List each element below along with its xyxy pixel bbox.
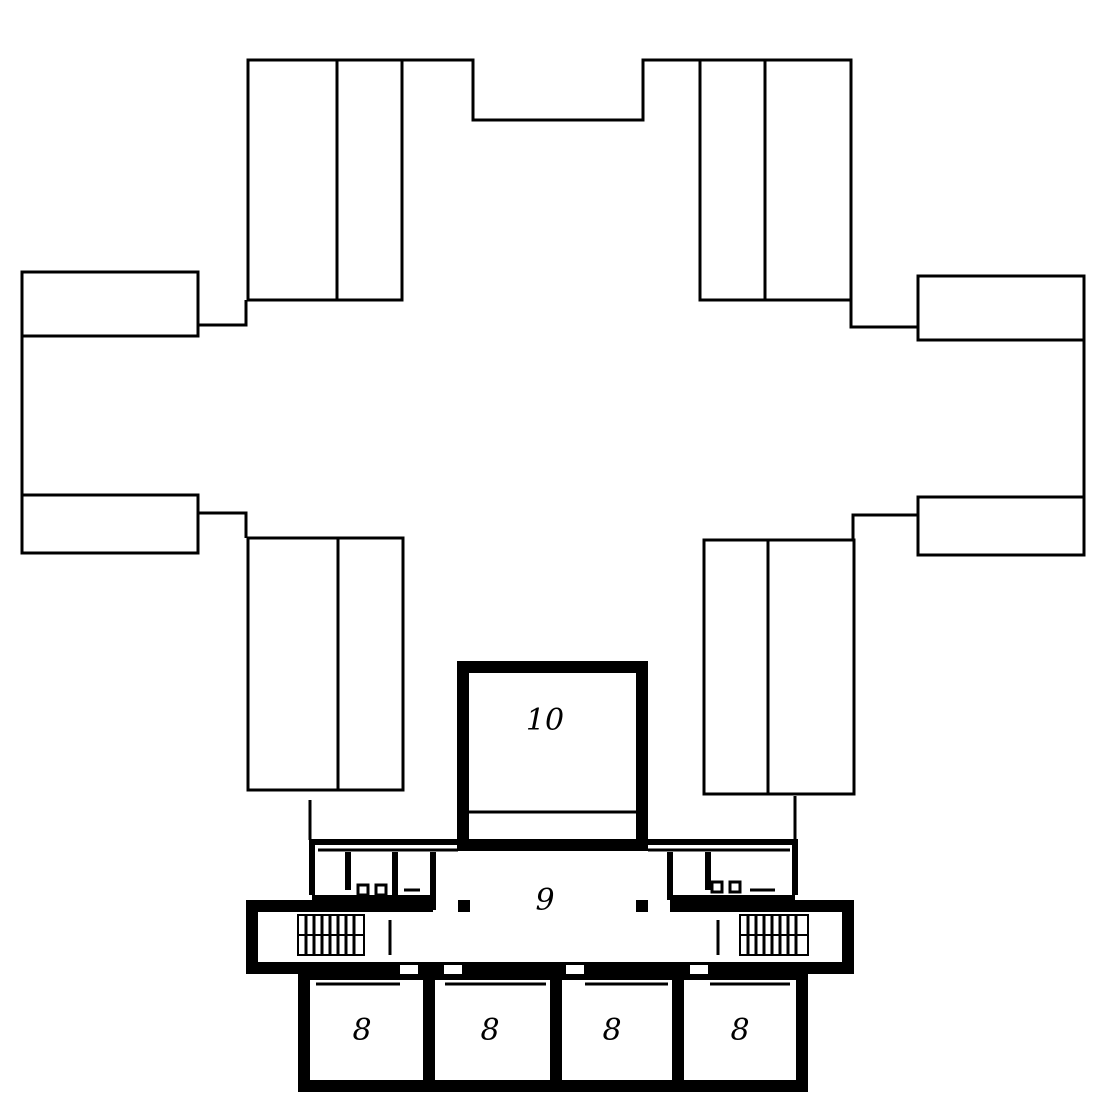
arm-right-upper xyxy=(916,274,1086,342)
arm-left-lower xyxy=(20,493,200,555)
room-9-label: 9 xyxy=(535,883,554,918)
room-10-label: 10 xyxy=(526,703,564,738)
wing-bottom-left xyxy=(246,536,405,792)
right-lower-connector xyxy=(851,513,918,540)
pillar-right xyxy=(636,900,648,912)
right-upper-connector xyxy=(849,300,918,329)
rooms-8: 8 8 8 8 xyxy=(298,965,808,1092)
room-9-block: 9 xyxy=(309,839,798,918)
left-upper-connector xyxy=(198,300,248,327)
stairs-left xyxy=(297,914,365,956)
pillar-left xyxy=(458,900,470,912)
arm-right-lower xyxy=(916,495,1086,557)
door-8a xyxy=(400,965,418,974)
right-fixture-1 xyxy=(710,880,724,894)
door-8d xyxy=(690,965,708,974)
room-8a-label: 8 xyxy=(352,1013,371,1048)
door-8b xyxy=(444,965,462,974)
room-9-upper-left-wall xyxy=(309,839,463,895)
room-8c-label: 8 xyxy=(602,1013,621,1048)
left-lower-connector xyxy=(198,511,248,538)
stairs-right xyxy=(739,914,809,956)
arm-left-upper xyxy=(20,270,200,338)
upper-wing-outline xyxy=(20,58,1086,840)
left-fixture-1 xyxy=(356,883,370,897)
room-8d-label: 8 xyxy=(730,1013,749,1048)
top-notch xyxy=(402,58,700,122)
wing-bottom-right xyxy=(702,538,856,796)
right-fixture-2 xyxy=(728,880,742,894)
left-fixture-2 xyxy=(374,883,388,897)
door-8c xyxy=(566,965,584,974)
room-8b-label: 8 xyxy=(480,1013,499,1048)
room-10-walls xyxy=(457,661,648,851)
wing-top-left xyxy=(246,58,404,302)
room-9-upper-right-wall xyxy=(642,839,798,895)
wing-top-right xyxy=(698,58,853,302)
room-10: 10 xyxy=(457,661,648,851)
